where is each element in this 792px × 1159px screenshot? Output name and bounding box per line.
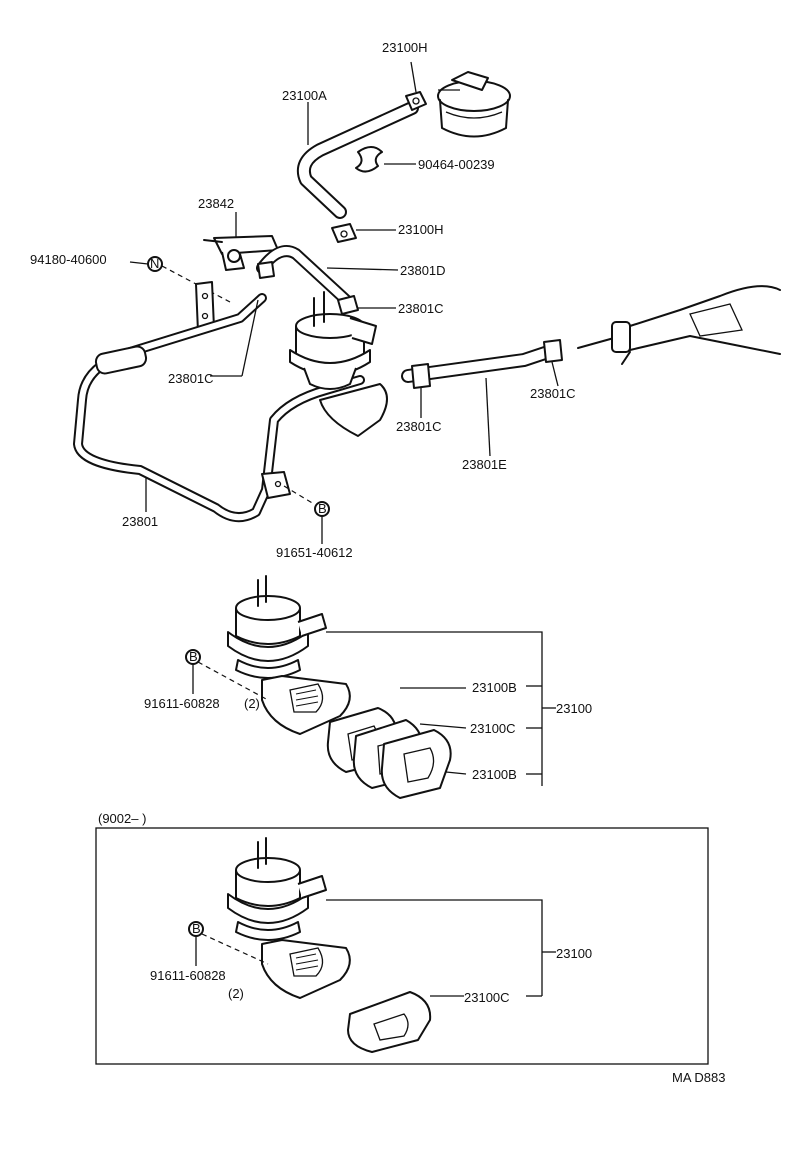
clamp-23100H-top (405, 91, 427, 111)
label-23801D: 23801D (400, 263, 446, 278)
clip-90464 (355, 146, 383, 173)
hose-23100A (296, 101, 419, 219)
clamp-23100H-mid (331, 223, 357, 243)
label-91611: 91611-60828 (144, 696, 220, 711)
tank-fitting (577, 285, 781, 365)
label-23801C-d: 23801C (530, 386, 576, 401)
label-23801C-b: 23801C (168, 371, 214, 386)
fuel-pump-variant (227, 837, 351, 999)
label-23100C-box: 23100C (464, 990, 510, 1005)
variant-box (95, 827, 709, 1065)
label-23801E: 23801E (462, 457, 507, 472)
fuel-pump-top (289, 291, 388, 437)
hose-23801E (401, 345, 555, 383)
gasket-23100B-b (380, 729, 452, 799)
label-qty-box: (2) (228, 986, 244, 1001)
marker-n: N (147, 256, 163, 272)
label-91651: 91651-40612 (276, 545, 353, 560)
label-91611-box: 91611-60828 (150, 968, 226, 983)
label-23100-box: 23100 (556, 946, 592, 961)
label-23100H-mid: 23100H (398, 222, 444, 237)
fuel-pump-assembly (227, 575, 351, 735)
label-23100B-b: 23100B (472, 767, 517, 782)
marker-b1: B (314, 501, 330, 517)
label-23100C: 23100C (470, 721, 516, 736)
marker-b2: B (185, 649, 201, 665)
label-23100B-a: 23100B (472, 680, 517, 695)
label-90464: 90464-00239 (418, 157, 495, 172)
svg-text:N: N (150, 256, 159, 271)
label-qty: (2) (244, 696, 260, 711)
pipe-23801 (73, 293, 365, 523)
figure-code: MA D883 (672, 1070, 725, 1085)
svg-text:B: B (192, 921, 201, 936)
label-23842: 23842 (198, 196, 234, 211)
clamp-23801C-c (411, 363, 431, 389)
clamp-23801C-a (337, 295, 359, 315)
label-94180: 94180-40600 (30, 252, 107, 267)
label-23100A: 23100A (282, 88, 327, 103)
charcoal-canister (437, 71, 511, 138)
clamp-23801C-d (543, 339, 563, 363)
gasket-23100C-variant (347, 991, 432, 1053)
label-23801C-c: 23801C (396, 419, 442, 434)
label-23801: 23801 (122, 514, 158, 529)
box-title: (9002– ) (98, 811, 146, 826)
label-23801C-a: 23801C (398, 301, 444, 316)
marker-b3: B (188, 921, 204, 937)
svg-text:B: B (318, 501, 327, 516)
label-23100H-top: 23100H (382, 40, 428, 55)
svg-text:B: B (189, 649, 198, 664)
clamp-small-bracket (257, 261, 275, 279)
label-23100: 23100 (556, 701, 592, 716)
pipe-bracket (261, 471, 291, 499)
